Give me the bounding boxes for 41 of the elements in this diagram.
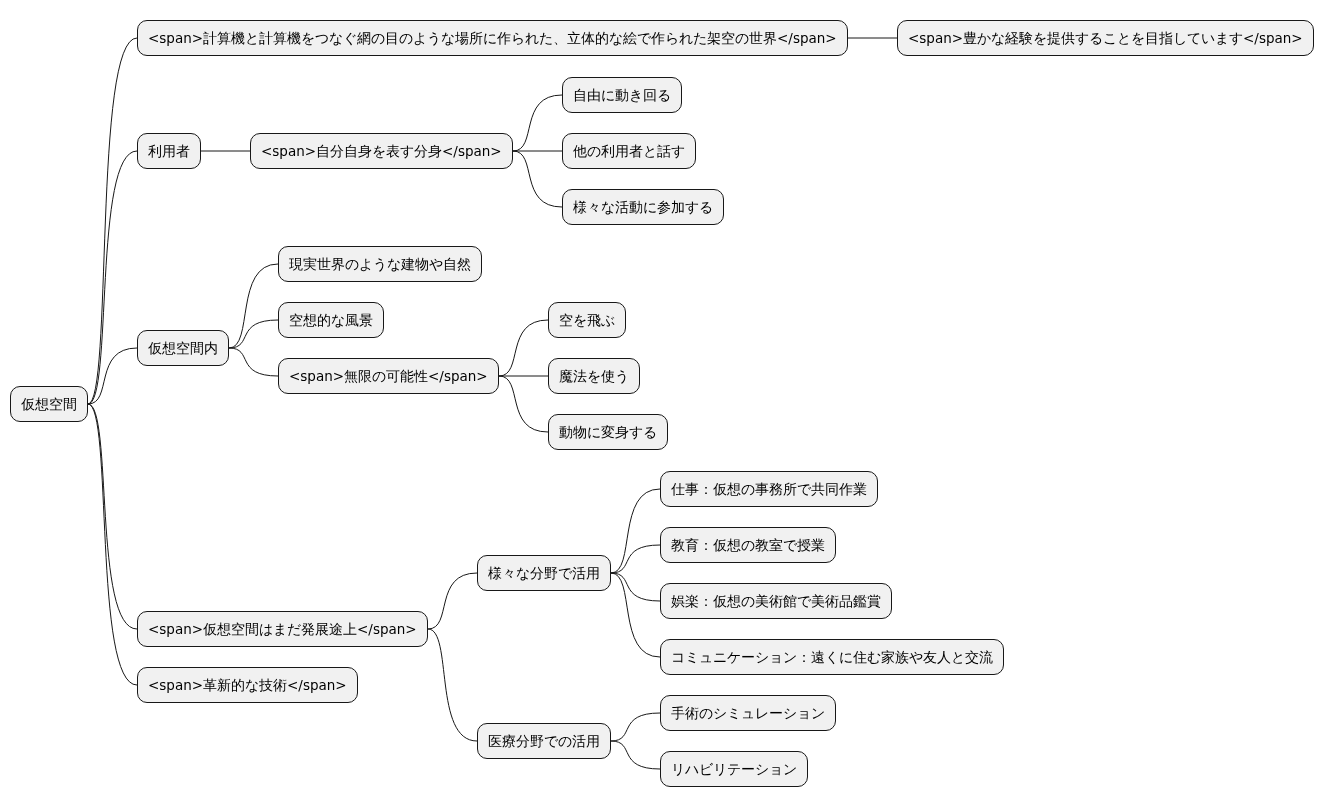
connector-line (847, 37, 898, 39)
topic-box: 現実世界のような建物や自然 (278, 246, 482, 282)
topic-box: 自由に動き回る (562, 77, 682, 113)
connector-line (498, 375, 549, 377)
topic-box: 様々な活動に参加する (562, 189, 724, 225)
topic-box: 空を飛ぶ (548, 302, 626, 338)
connector-line (512, 150, 563, 152)
topic-box: <span>計算機と計算機をつなぐ網の目のような場所に作られた、立体的な絵で作られた架空の世界</span> (137, 20, 848, 56)
connector-line (610, 740, 661, 770)
connector-line (512, 150, 563, 208)
topic-box: リハビリテーション (660, 751, 808, 787)
topic-box: 動物に変身する (548, 414, 668, 450)
topic-box: <span>豊かな経験を提供することを目指しています</span> (897, 20, 1314, 56)
topic-box: 仮想空間内 (137, 330, 229, 366)
connector-line (87, 150, 138, 405)
topic-box: 仮想空間 (10, 386, 88, 422)
topic-box: 魔法を使う (548, 358, 640, 394)
connector-line (200, 150, 251, 152)
connector-line (427, 628, 478, 742)
connector-line (228, 347, 279, 377)
connector-line (87, 347, 138, 405)
connector-line (87, 37, 138, 405)
topic-box: 他の利用者と話す (562, 133, 696, 169)
connector-line (610, 572, 661, 602)
connector-line (498, 375, 549, 433)
topic-box: <span>仮想空間はまだ発展途上</span> (137, 611, 428, 647)
topic-box: 手術のシミュレーション (660, 695, 836, 731)
connector-line (87, 403, 138, 686)
topic-box: コミュニケーション：遠くに住む家族や友人と交流 (660, 639, 1004, 675)
connector-line (610, 572, 661, 658)
topic-box: <span>革新的な技術</span> (137, 667, 358, 703)
topic-box: 空想的な風景 (278, 302, 384, 338)
topic-box: 教育：仮想の教室で授業 (660, 527, 836, 563)
topic-box: 利用者 (137, 133, 201, 169)
connector-line (427, 572, 478, 630)
topic-box: 娯楽：仮想の美術館で美術品鑑賞 (660, 583, 892, 619)
topic-box: 医療分野での活用 (477, 723, 611, 759)
topic-box: <span>自分自身を表す分身</span> (250, 133, 513, 169)
topic-box: <span>無限の可能性</span> (278, 358, 499, 394)
topic-box: 様々な分野で活用 (477, 555, 611, 591)
topic-box: 仕事：仮想の事務所で共同作業 (660, 471, 878, 507)
